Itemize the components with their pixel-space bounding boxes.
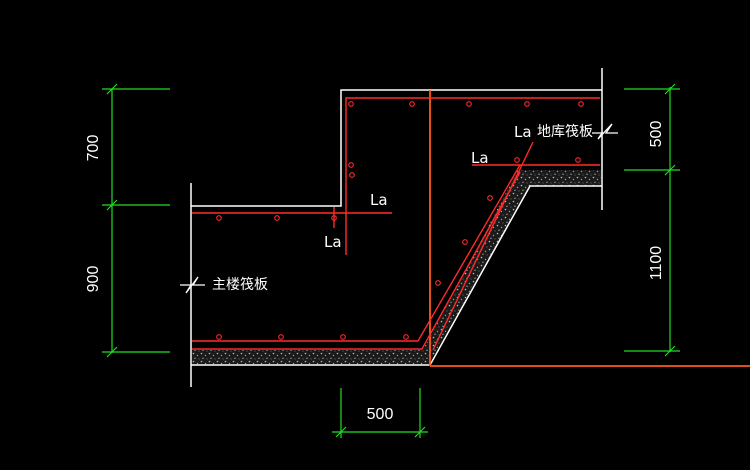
dim-right-top: 500 xyxy=(648,121,665,148)
dim-right-bottom: 1100 xyxy=(648,246,665,281)
la-label: La xyxy=(370,191,388,209)
dim-bottom: 500 xyxy=(367,406,394,423)
garage-slab-label: 地库筏板 xyxy=(537,123,593,140)
la-label: La xyxy=(514,123,532,141)
dimension-lines xyxy=(102,83,680,438)
rebar-lines xyxy=(192,97,600,351)
la-label: La xyxy=(324,233,342,251)
slab-outline xyxy=(190,68,603,387)
main-slab-label: 主楼筏板 xyxy=(212,276,268,293)
left-break-line xyxy=(180,276,205,294)
rebar-dots xyxy=(216,101,584,340)
dim-left-top: 700 xyxy=(85,135,102,162)
right-break-line xyxy=(592,123,618,140)
la-label: La xyxy=(471,149,489,167)
slope-cushion-layer xyxy=(423,170,601,365)
dim-left-bottom: 900 xyxy=(85,266,102,293)
main-slab-cushion-layer xyxy=(192,350,428,365)
